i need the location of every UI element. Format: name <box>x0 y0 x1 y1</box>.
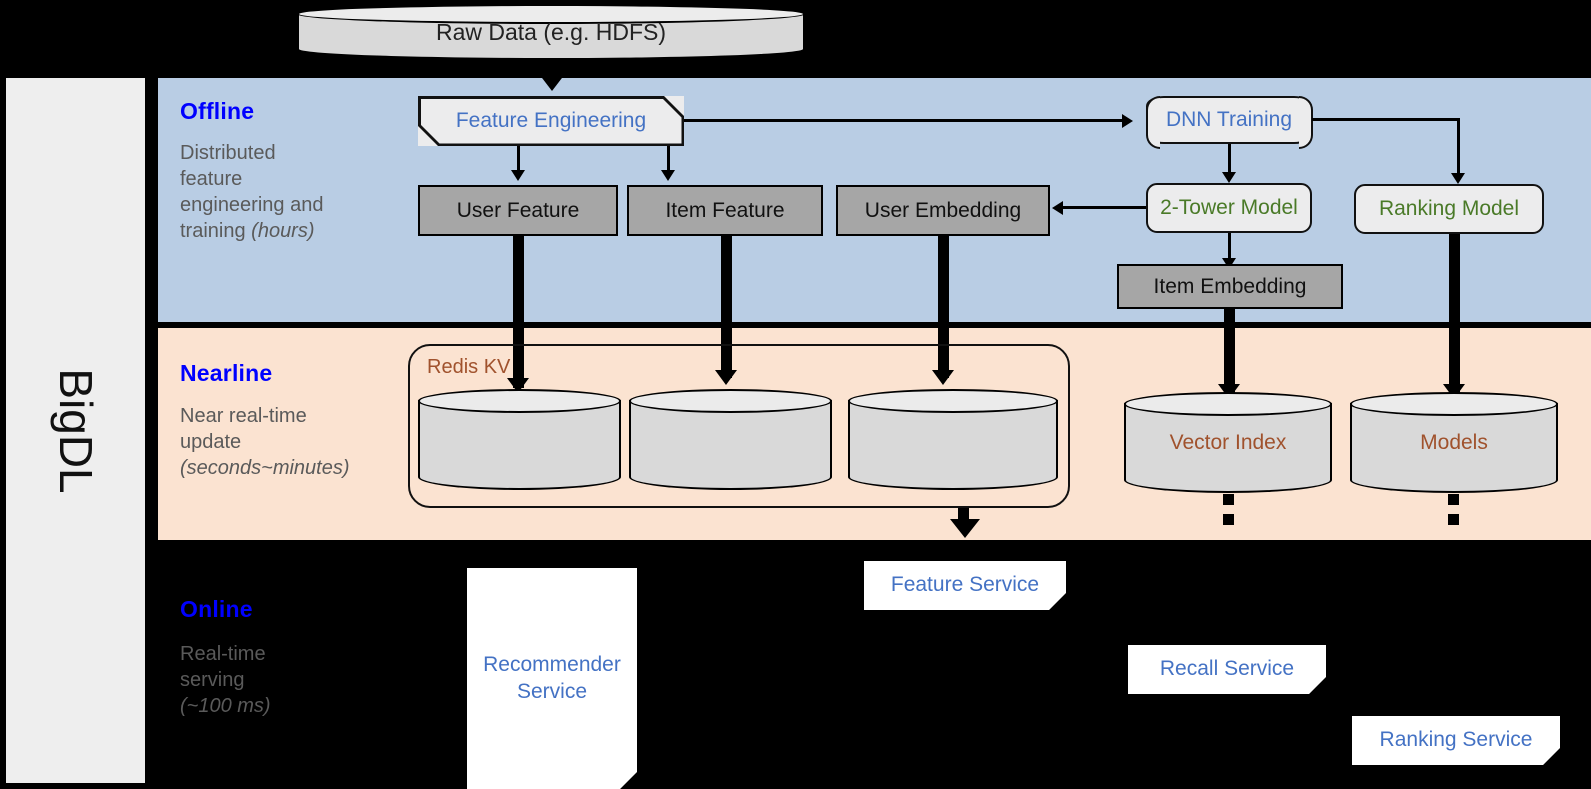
feature-service-node[interactable]: Feature Service <box>864 561 1066 610</box>
edge-dnn-to-ranking-v <box>1457 118 1460 176</box>
edge-redis-to-featureservice-arrowhead <box>950 519 980 538</box>
vector-index-label: Vector Index <box>1169 430 1287 454</box>
dnn-training-label: DNN Training <box>1165 108 1293 132</box>
edge-twotower-to-itememb-arrowhead <box>1222 258 1236 269</box>
two-tower-model-node[interactable]: 2-Tower Model <box>1146 183 1312 233</box>
edge-dnn-to-ranking-arrowhead <box>1451 173 1465 184</box>
dnn-training-node[interactable]: DNN Training <box>1145 95 1313 149</box>
edge-twotower-to-itememb <box>1228 233 1231 261</box>
user-feature-store[interactable] <box>418 389 621 490</box>
database-cylinder-icon <box>418 400 621 490</box>
user-feature-store-label <box>418 389 621 490</box>
edge-fe-to-itemfeature-arrowhead <box>661 170 675 181</box>
ranking-service-label: Ranking Service <box>1379 728 1533 752</box>
online-subtitle-l2: serving <box>180 669 245 691</box>
feature-engineering-label: Feature Engineering <box>455 109 647 132</box>
offline-subtitle-l2: feature <box>180 168 243 190</box>
recommender-service-label-l1: Recommender <box>483 653 621 677</box>
pipe-ranking-to-models <box>1449 234 1460 393</box>
offline-subtitle-emph: (hours) <box>251 220 315 242</box>
nearline-title: Nearline <box>180 360 273 386</box>
nearline-subtitle-l1: Near real-time <box>180 405 307 427</box>
bigdl-framework-rail: BigDL <box>6 78 145 783</box>
pipe-itememb-to-vectorindex <box>1224 309 1235 393</box>
online-title: Online <box>180 596 253 622</box>
pipe-itemfeature-arrowhead <box>715 370 737 385</box>
offline-title: Offline <box>180 98 255 124</box>
ranking-service-node[interactable]: Ranking Service <box>1352 716 1560 765</box>
edge-rawdata-to-fe-arrowhead <box>539 74 565 91</box>
item-feature-store[interactable] <box>629 389 832 490</box>
raw-data-label: Raw Data (e.g. HDFS) <box>435 18 667 45</box>
online-subtitle-l1: Real-time <box>180 643 266 665</box>
item-feature-node[interactable]: Item Feature <box>627 185 823 236</box>
user-feature-node[interactable]: User Feature <box>418 185 618 236</box>
pipe-itemfeature-to-store <box>721 236 732 378</box>
pipe-useremb-arrowhead <box>932 370 954 385</box>
stub-redis-to-featureservice <box>958 508 969 519</box>
feature-engineering-node[interactable]: Feature Engineering <box>418 96 684 146</box>
recall-service-node[interactable]: Recall Service <box>1128 645 1326 694</box>
edge-rawdata-to-fe <box>547 60 557 84</box>
stub-models-1 <box>1448 494 1459 505</box>
database-cylinder-icon <box>1124 403 1332 493</box>
offline-subtitle: Distributed feature engineering and trai… <box>180 140 395 244</box>
database-cylinder-icon <box>1350 403 1558 493</box>
nearline-subtitle: Near real-time update (seconds~minutes) <box>180 403 395 481</box>
offline-subtitle-l3: engineering and <box>180 194 324 216</box>
edge-fe-to-dnn <box>684 119 1124 122</box>
feature-service-label: Feature Service <box>890 573 1040 597</box>
edge-dnn-to-twotower <box>1228 144 1231 174</box>
pipe-userfeature-to-store <box>513 236 524 388</box>
ranking-model-label: Ranking Model <box>1378 197 1520 221</box>
user-embedding-store-label <box>848 389 1058 490</box>
edge-fe-to-itemfeature <box>667 146 670 174</box>
item-embedding-node[interactable]: Item Embedding <box>1117 264 1343 309</box>
edge-dnn-to-ranking-h <box>1312 118 1459 121</box>
user-feature-label: User Feature <box>456 198 580 222</box>
nearline-subtitle-l2: update <box>180 431 242 453</box>
nearline-subtitle-emph: (seconds~minutes) <box>180 457 350 479</box>
edge-twotower-to-useremb-arrowhead <box>1052 201 1063 215</box>
recommender-service-label-l2: Service <box>516 679 587 703</box>
bigdl-label: BigDL <box>49 367 102 494</box>
offline-subtitle-l1: Distributed <box>180 142 276 164</box>
stub-vectorindex-1 <box>1223 494 1234 505</box>
stub-models-2 <box>1448 514 1459 525</box>
edge-dnn-to-twotower-arrowhead <box>1222 172 1236 183</box>
edge-fe-to-dnn-arrowhead <box>1122 114 1133 128</box>
item-feature-store-label <box>629 389 832 490</box>
edge-fe-to-userfeature <box>517 146 520 174</box>
two-tower-model-label: 2-Tower Model <box>1160 196 1298 220</box>
pipe-useremb-to-store <box>938 236 949 378</box>
ranking-model-node[interactable]: Ranking Model <box>1354 184 1544 234</box>
edge-fe-to-userfeature-arrowhead <box>511 170 525 181</box>
database-cylinder-icon <box>848 400 1058 490</box>
database-cylinder-icon <box>629 400 832 490</box>
models-label: Models <box>1420 430 1488 454</box>
models-store[interactable]: Models <box>1350 392 1558 493</box>
recommender-service-node[interactable]: Recommender Service <box>467 568 637 789</box>
raw-data-store[interactable]: Raw Data (e.g. HDFS) <box>297 4 805 60</box>
vector-index-store[interactable]: Vector Index <box>1124 392 1332 493</box>
online-subtitle: Real-time serving (~100 ms) <box>180 641 395 719</box>
user-embedding-node[interactable]: User Embedding <box>836 185 1050 236</box>
user-embedding-store[interactable] <box>848 389 1058 490</box>
stub-vectorindex-2 <box>1223 514 1234 525</box>
user-embedding-label: User Embedding <box>864 198 1022 222</box>
redis-kv-label: Redis KV <box>427 356 511 378</box>
item-embedding-label: Item Embedding <box>1153 274 1307 298</box>
item-feature-label: Item Feature <box>665 198 785 222</box>
redis-kv-container[interactable] <box>408 344 1070 508</box>
online-subtitle-emph: (~100 ms) <box>180 695 271 717</box>
recall-service-label: Recall Service <box>1159 657 1295 681</box>
edge-twotower-to-useremb <box>1063 206 1161 209</box>
offline-subtitle-l4: training <box>180 220 252 242</box>
